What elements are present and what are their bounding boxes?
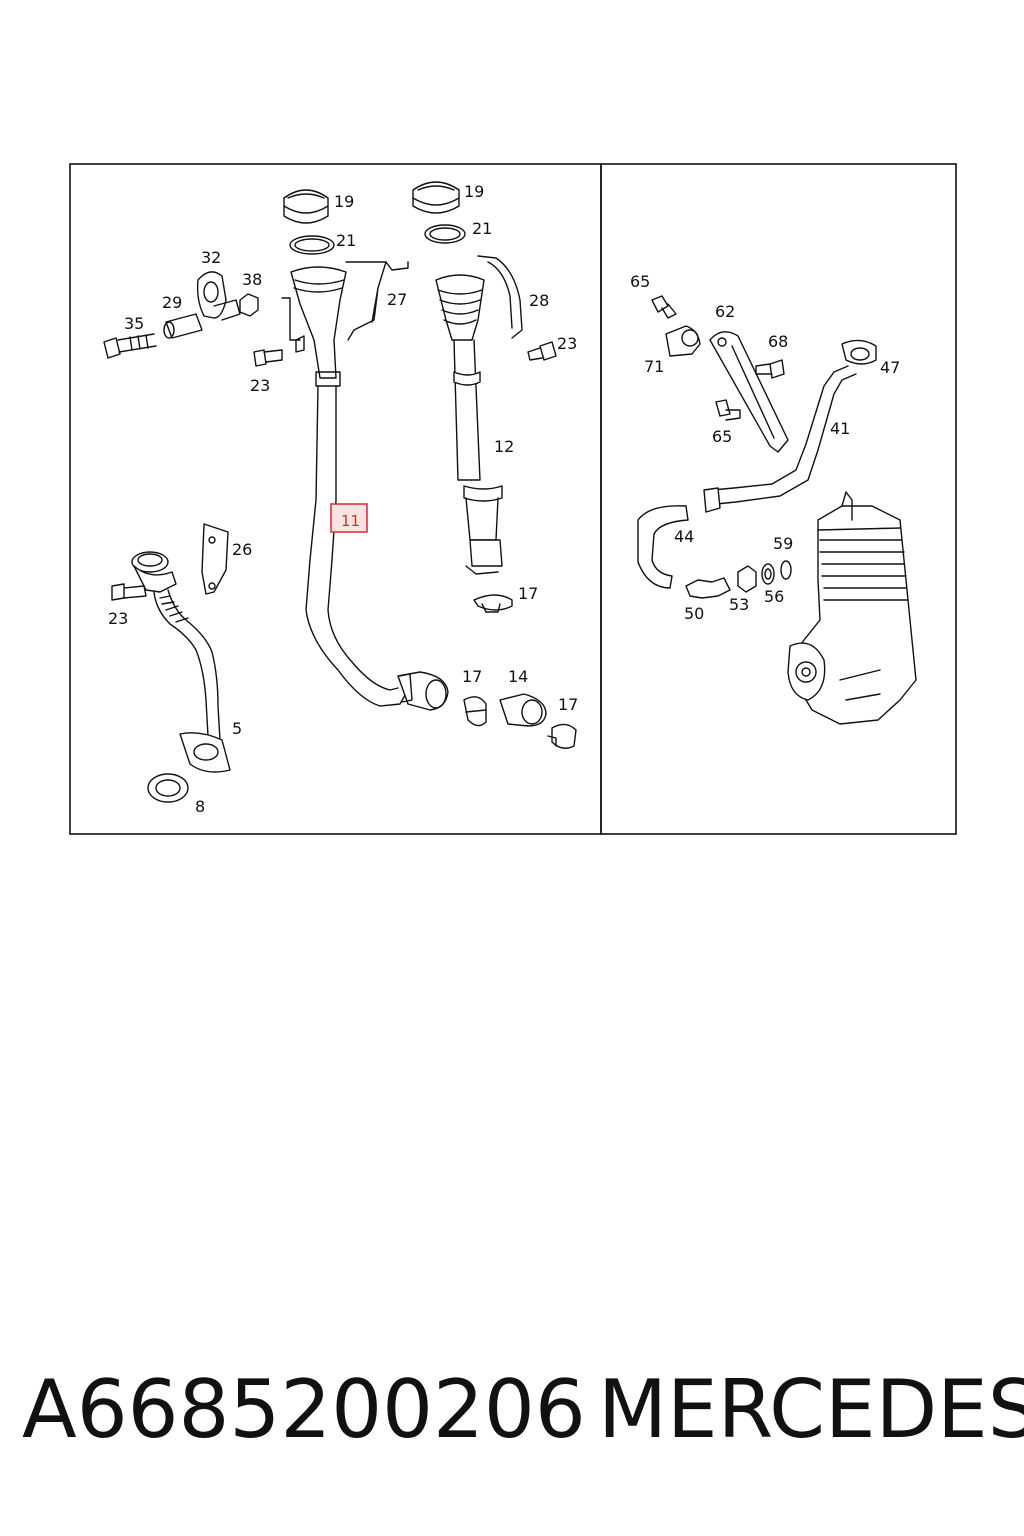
callout-17a: 17 — [518, 584, 538, 603]
part-number-caption: A6685200206 — [22, 1363, 586, 1456]
nut-38 — [239, 293, 259, 317]
callout-65b: 65 — [712, 427, 732, 446]
callout-12: 12 — [494, 437, 514, 456]
bolt-68 — [769, 359, 785, 379]
callout-44: 44 — [674, 527, 694, 546]
callout-5: 5 — [232, 719, 242, 738]
pipe-41 — [711, 365, 857, 505]
gasket-8 — [147, 773, 189, 803]
seal-ring-right — [424, 224, 466, 244]
fitting-50 — [685, 577, 731, 599]
callout-38: 38 — [242, 270, 262, 289]
callout-65a: 65 — [630, 272, 650, 291]
nut-53 — [737, 565, 757, 593]
air-compressor — [787, 491, 917, 725]
callout-53: 53 — [729, 595, 749, 614]
callout-21a: 21 — [336, 231, 356, 250]
filler-cap-left — [283, 189, 329, 224]
washer-59 — [780, 560, 792, 580]
callout-50: 50 — [684, 604, 704, 623]
highlight-box-11 — [330, 503, 368, 533]
callout-11: 11 — [341, 512, 360, 530]
pipe-5 — [131, 551, 231, 773]
callout-56: 56 — [764, 587, 784, 606]
bolt-23c — [111, 583, 125, 601]
bolt-23b — [539, 341, 557, 361]
hose-14 — [499, 693, 547, 727]
callout-68: 68 — [768, 332, 788, 351]
bolt-23a — [253, 349, 267, 367]
parts-diagram: 19 19 21 21 32 38 29 35 27 28 23 23 12 1… — [69, 163, 957, 835]
bracket-26 — [201, 523, 229, 595]
filler-tube-11 — [290, 266, 409, 707]
washer-56 — [761, 563, 775, 585]
filler-cap-right — [412, 181, 460, 214]
callout-19a: 19 — [334, 192, 354, 211]
callout-28: 28 — [529, 291, 549, 310]
callout-27: 27 — [387, 290, 407, 309]
spacer-29 — [165, 313, 203, 339]
bolt-65a — [651, 295, 669, 313]
bracket-27 — [345, 261, 409, 341]
bracket-62 — [709, 331, 789, 453]
callout-8: 8 — [195, 797, 205, 816]
callout-41: 41 — [830, 419, 850, 438]
callout-21b: 21 — [472, 219, 492, 238]
callout-17c: 17 — [558, 695, 578, 714]
callout-19b: 19 — [464, 182, 484, 201]
callout-26: 26 — [232, 540, 252, 559]
hose-clamp-17a — [473, 594, 513, 611]
bolt-65b — [715, 399, 731, 417]
tube-12 — [435, 274, 503, 575]
seal-ring-left — [289, 235, 335, 255]
hose-44 — [637, 505, 689, 589]
callout-14: 14 — [508, 667, 528, 686]
callout-71: 71 — [644, 357, 664, 376]
callout-35: 35 — [124, 314, 144, 333]
bracket-28 — [477, 255, 523, 339]
callout-32: 32 — [201, 248, 221, 267]
brand-caption: MERCEDES — [598, 1363, 1024, 1456]
bolt-35 — [103, 337, 121, 359]
callout-17b: 17 — [462, 667, 482, 686]
callout-62: 62 — [715, 302, 735, 321]
callout-29: 29 — [162, 293, 182, 312]
right-panel-frame — [600, 163, 957, 835]
clip-32 — [196, 271, 227, 319]
callout-47: 47 — [880, 358, 900, 377]
callout-23b: 23 — [557, 334, 577, 353]
callout-23a: 23 — [250, 376, 270, 395]
callout-23c: 23 — [108, 609, 128, 628]
callout-59: 59 — [773, 534, 793, 553]
